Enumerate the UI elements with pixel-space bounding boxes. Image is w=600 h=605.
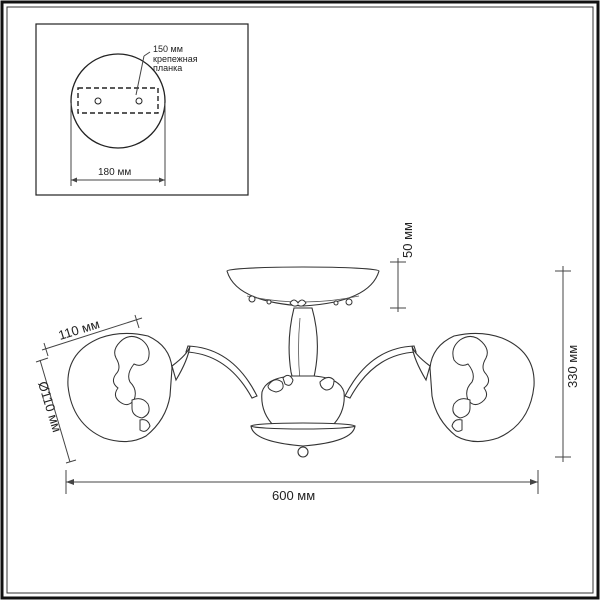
ceiling-plate-circle <box>70 53 166 149</box>
dim-arm-length: 110 мм <box>56 316 101 343</box>
top-shade <box>226 266 380 307</box>
mounting-bar-label-1: крепежная <box>153 54 198 64</box>
chandelier <box>67 266 535 458</box>
left-shade <box>67 332 191 443</box>
dim-180-label: 180 мм <box>98 167 131 178</box>
central-body <box>250 374 356 458</box>
dim-shade-diameter: Ø110 мм <box>35 379 65 433</box>
mounting-plate-inset: 150 мм крепежная планка 180 мм <box>35 23 249 196</box>
mounting-bar-label-2: планка <box>153 63 182 73</box>
mount-hole-right <box>135 97 143 105</box>
right-shade <box>411 332 535 443</box>
inset-frame <box>35 23 249 196</box>
mounting-bar <box>77 87 159 114</box>
right-arm <box>344 345 417 399</box>
dim-total-height: 330 мм <box>565 345 580 388</box>
dim-total-width: 600 мм <box>272 488 315 503</box>
dim-150-label: 150 мм <box>153 44 183 54</box>
mount-hole-left <box>94 97 102 105</box>
left-arm <box>185 345 258 399</box>
dim-shade-height: 50 мм <box>400 222 415 258</box>
